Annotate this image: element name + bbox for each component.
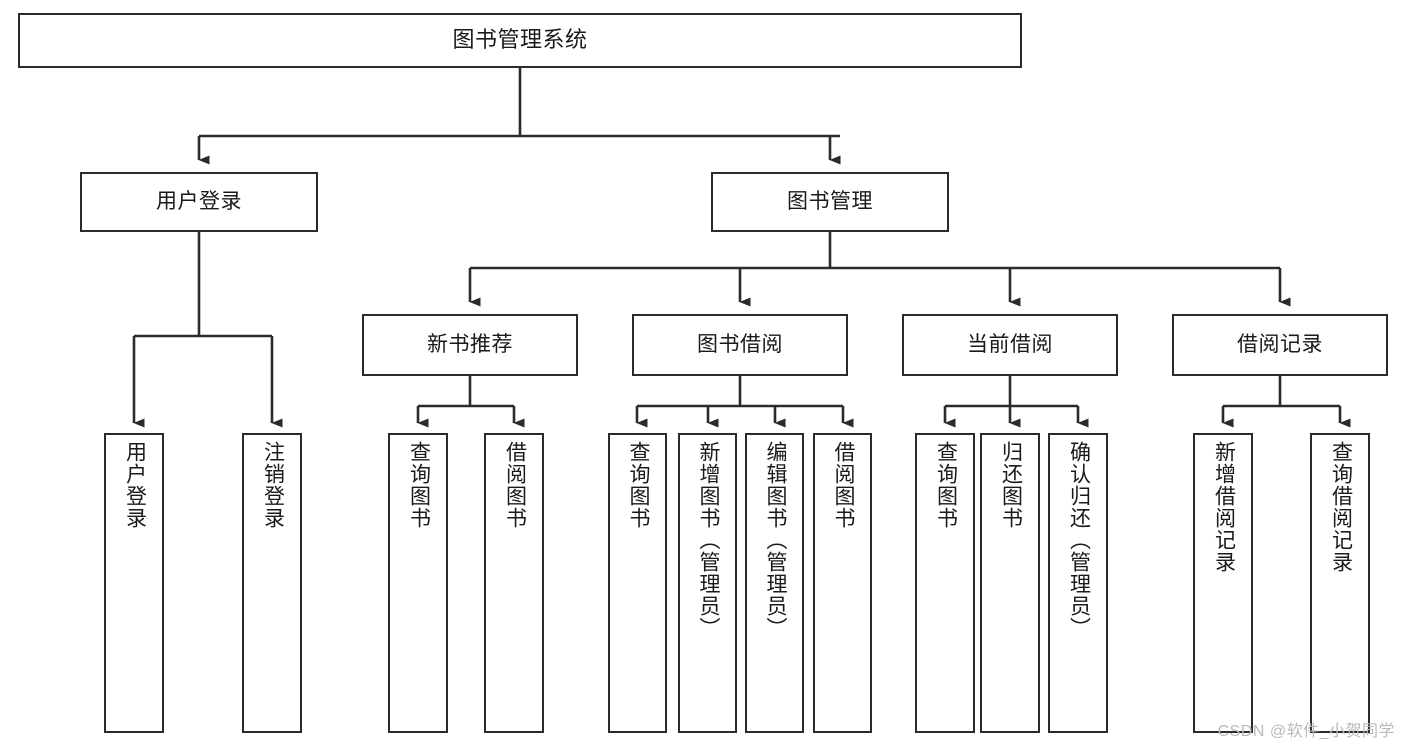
node-label: 借阅记录	[1237, 333, 1323, 357]
node-label: 用户登录	[123, 441, 147, 529]
node-label: 当前借阅	[967, 333, 1053, 357]
node-label: 借阅图书	[831, 441, 855, 529]
leaf-user-login-login[interactable]: 用户登录	[104, 433, 164, 733]
node-label: 注销登录	[261, 441, 285, 529]
node-label: 新增借阅记录	[1212, 441, 1236, 573]
leaf-current-borrow-confirm-return-admin[interactable]: 确认归还（管理员）	[1048, 433, 1108, 733]
leaf-new-book-borrow-book[interactable]: 借阅图书	[484, 433, 544, 733]
node-label: 图书借阅	[697, 333, 783, 357]
leaf-book-borrow-borrow-book[interactable]: 借阅图书	[813, 433, 872, 733]
node-label: 查询图书	[626, 441, 650, 529]
node-label: 借阅图书	[503, 441, 527, 529]
leaf-new-book-query-book[interactable]: 查询图书	[388, 433, 448, 733]
leaf-book-borrow-add-book-admin[interactable]: 新增图书（管理员）	[678, 433, 737, 733]
node-label: 查询图书	[407, 441, 431, 529]
node-label: 新书推荐	[427, 333, 513, 357]
node-label: 新增图书（管理员）	[696, 441, 720, 639]
leaf-borrow-record-add-record[interactable]: 新增借阅记录	[1193, 433, 1253, 733]
node-label: 图书管理	[787, 190, 873, 214]
leaf-current-borrow-return-book[interactable]: 归还图书	[980, 433, 1040, 733]
node-user-login[interactable]: 用户登录	[80, 172, 318, 232]
leaf-current-borrow-query-book[interactable]: 查询图书	[915, 433, 975, 733]
node-new-book-recommendation[interactable]: 新书推荐	[362, 314, 578, 376]
node-label: 确认归还（管理员）	[1067, 441, 1091, 639]
leaf-book-borrow-edit-book-admin[interactable]: 编辑图书（管理员）	[745, 433, 804, 733]
node-label: 编辑图书（管理员）	[763, 441, 787, 639]
node-label: 归还图书	[999, 441, 1023, 529]
node-label: 查询图书	[934, 441, 958, 529]
node-label: 用户登录	[156, 190, 242, 214]
node-root-book-management-system[interactable]: 图书管理系统	[18, 13, 1022, 68]
leaf-borrow-record-query-record[interactable]: 查询借阅记录	[1310, 433, 1370, 733]
leaf-user-login-logout[interactable]: 注销登录	[242, 433, 302, 733]
node-current-borrow[interactable]: 当前借阅	[902, 314, 1118, 376]
leaf-book-borrow-query-book[interactable]: 查询图书	[608, 433, 667, 733]
node-book-management[interactable]: 图书管理	[711, 172, 949, 232]
node-borrow-record[interactable]: 借阅记录	[1172, 314, 1388, 376]
node-label: 图书管理系统	[452, 27, 588, 53]
node-book-borrow[interactable]: 图书借阅	[632, 314, 848, 376]
node-label: 查询借阅记录	[1329, 441, 1353, 573]
